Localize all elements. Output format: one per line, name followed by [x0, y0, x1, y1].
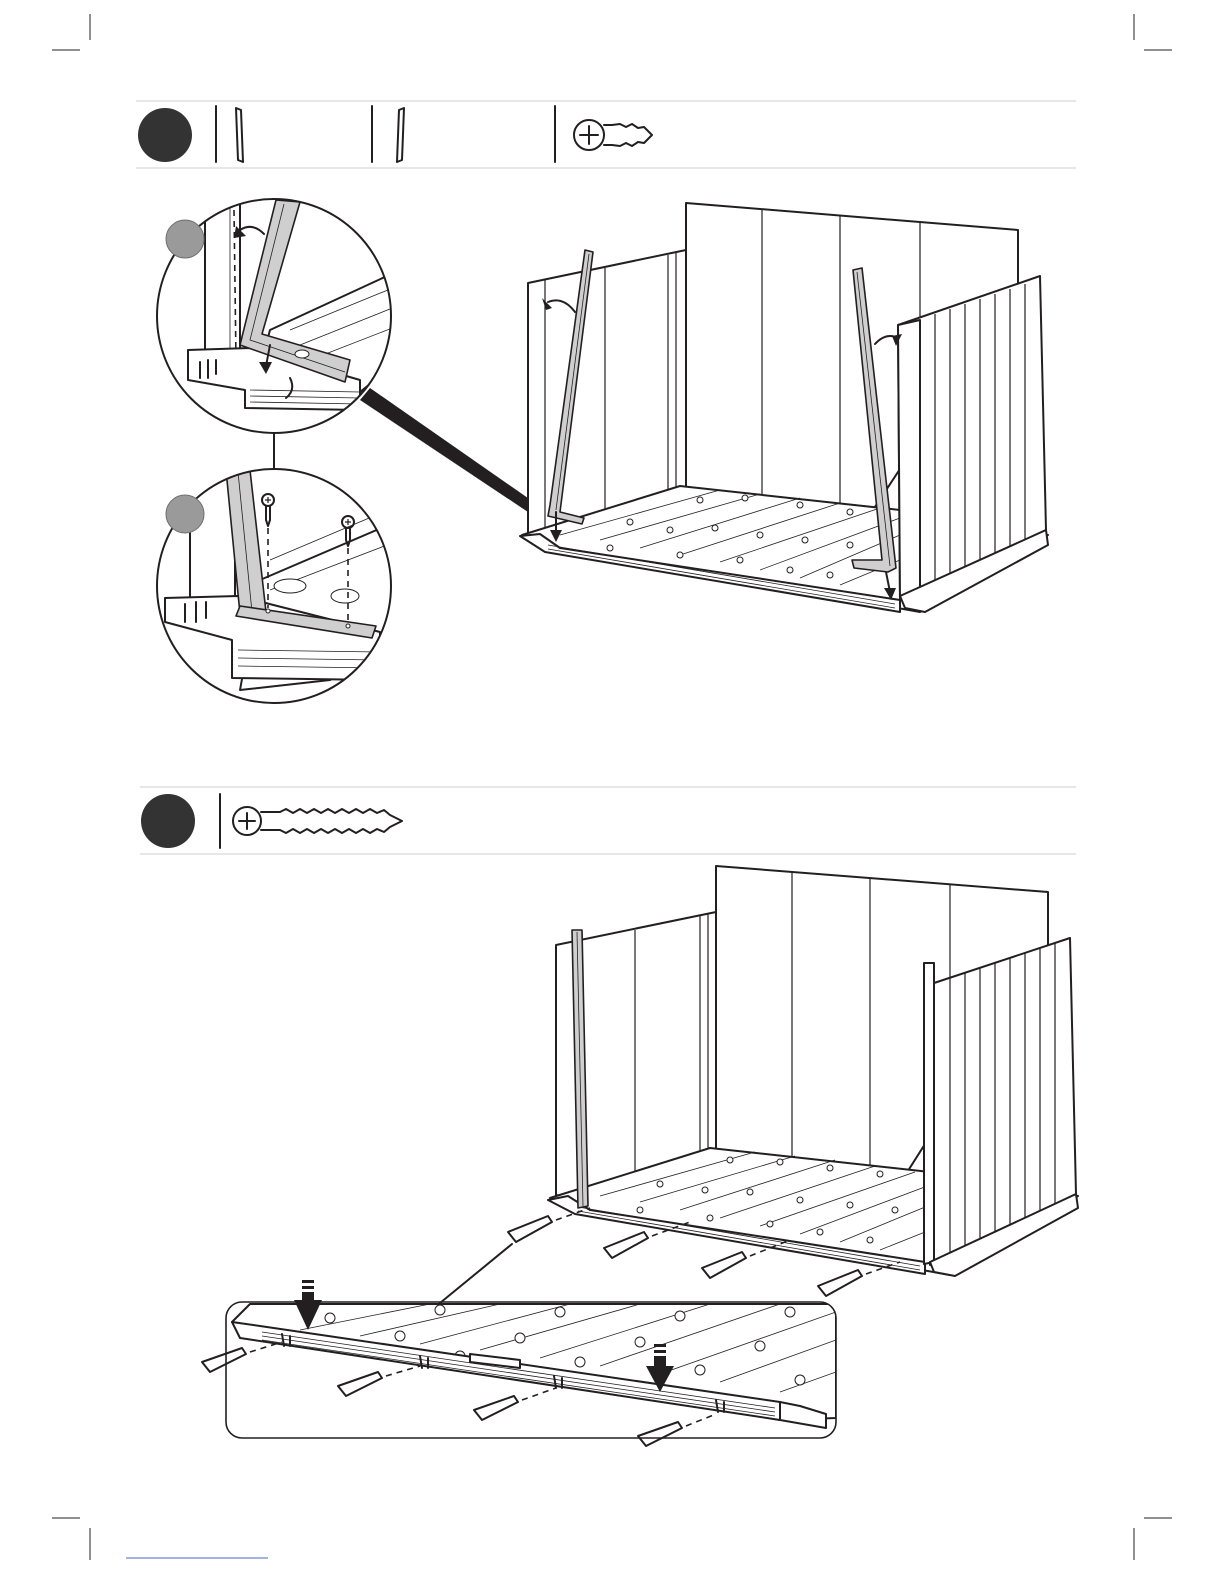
long-screw-icon [474, 1388, 556, 1420]
long-screw-icon [338, 1366, 420, 1396]
long-screw-icon [202, 1342, 282, 1372]
long-screw-icon [638, 1414, 716, 1446]
